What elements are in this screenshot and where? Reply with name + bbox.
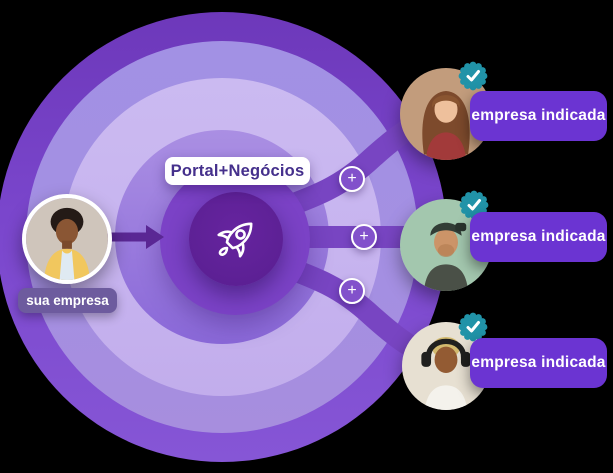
avatar-photo (26, 198, 108, 280)
avatar-source-company (22, 194, 112, 284)
source-company-label: sua empresa (26, 293, 109, 308)
plus-icon: + (347, 282, 357, 299)
referred-company-label: empresa indicada (471, 228, 606, 245)
plus-badge-bottom[interactable]: + (339, 278, 365, 304)
check-icon (466, 321, 480, 333)
referred-company-pill-1: empresa indicada (470, 91, 607, 141)
rocket-icon (217, 222, 253, 258)
verified-badge-icon (458, 61, 488, 91)
plus-badge-top[interactable]: + (339, 166, 365, 192)
referred-company-label: empresa indicada (471, 107, 606, 124)
check-icon (466, 70, 480, 82)
source-company-pill: sua empresa (18, 288, 117, 313)
check-icon (467, 199, 481, 211)
referred-company-label: empresa indicada (471, 354, 606, 371)
plus-badge-middle[interactable]: + (351, 224, 377, 250)
brand-pill: Portal+Negócios (165, 157, 310, 185)
brand-label: Portal+Negócios (170, 161, 305, 180)
plus-icon: + (359, 228, 369, 245)
plus-icon: + (347, 170, 357, 187)
referred-company-pill-2: empresa indicada (470, 212, 607, 262)
center-node (189, 192, 283, 286)
verified-badge-icon (458, 312, 488, 342)
referred-company-pill-3: empresa indicada (470, 338, 607, 388)
